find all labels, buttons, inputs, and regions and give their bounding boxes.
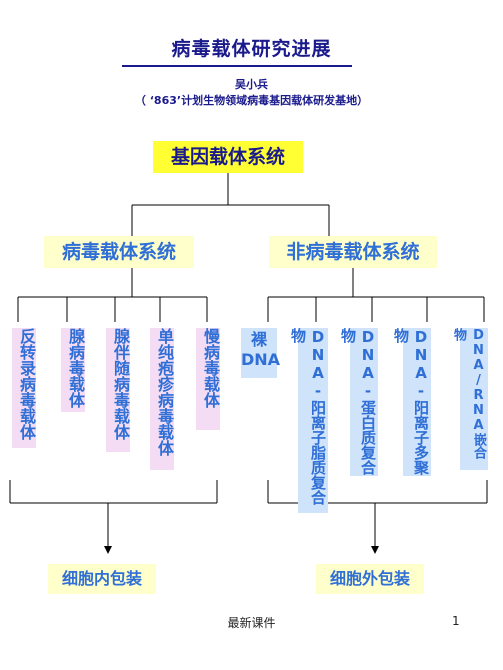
title-underline bbox=[122, 65, 352, 67]
viral-vector-system: 病毒载体系统 bbox=[44, 236, 194, 268]
nonviral-item: DNA-阳离子多聚物 bbox=[392, 328, 431, 476]
nonviral-item: DNA-阳离子脂质复合物 bbox=[289, 328, 328, 513]
intracellular-packaging: 细胞内包装 bbox=[48, 564, 156, 594]
viral-item: 腺病毒载体 bbox=[61, 328, 85, 412]
page-number: 1 bbox=[452, 614, 460, 628]
page-title: 病毒载体研究进展 bbox=[171, 38, 332, 60]
nonviral-item: DNA-蛋白质复合物 bbox=[339, 328, 378, 476]
author: 吴小兵 bbox=[235, 78, 268, 91]
viral-item: 反转录病毒载体 bbox=[12, 328, 36, 448]
nonviral-item: 裸DNA bbox=[241, 328, 281, 378]
viral-item: 慢病毒载体 bbox=[196, 328, 220, 430]
nonviral-item: DNA/RNA嵌合物 bbox=[451, 328, 488, 470]
nonviral-item-label: 裸DNA bbox=[241, 330, 281, 369]
nonviral-vector-system: 非病毒载体系统 bbox=[269, 236, 437, 268]
extracellular-packaging: 细胞外包装 bbox=[316, 564, 424, 594]
root-node: 基因载体系统 bbox=[153, 141, 303, 173]
affiliation: （ ‘863’计划生物领域病毒基因载体研发基地） bbox=[134, 94, 369, 107]
viral-item: 单纯疱疹病毒载体 bbox=[150, 328, 174, 470]
footer-label: 最新课件 bbox=[227, 616, 276, 630]
viral-item: 腺伴随病毒载体 bbox=[106, 328, 130, 452]
